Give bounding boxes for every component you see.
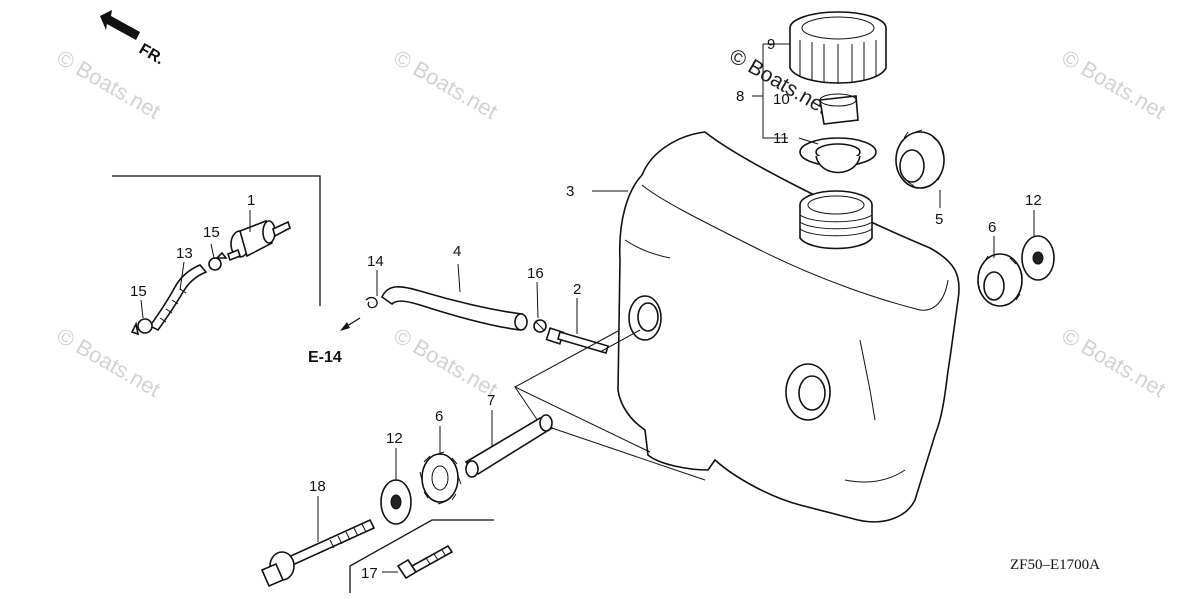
fuel-tank	[617, 131, 960, 523]
watermark: © Boats.net	[1058, 45, 1170, 124]
callout-10: 10	[773, 91, 790, 108]
callout-8: 8	[736, 88, 744, 105]
callout-7: 7	[487, 392, 495, 409]
callout-6: 6	[988, 219, 996, 236]
callout-5: 5	[935, 211, 943, 228]
callout-11: 11	[773, 130, 789, 147]
callout-15: 15	[203, 224, 220, 241]
callout-18: 18	[309, 478, 326, 495]
callout-9: 9	[767, 36, 775, 53]
callout-12: 12	[1025, 192, 1042, 209]
callouts: 1 2 3 4 5 6 6 7 8 9 10 11 12 12 13 14 15…	[130, 36, 1042, 582]
callout-6: 6	[435, 408, 443, 425]
callout-13: 13	[176, 245, 193, 262]
drain-bolt	[545, 327, 609, 354]
callout-4: 4	[453, 243, 461, 260]
tube-clip	[130, 318, 153, 336]
watermark: © Boats.net	[53, 323, 165, 402]
rubber-mount	[419, 451, 462, 505]
watermark: © Boats.net	[390, 45, 502, 124]
direction-label: FR.	[136, 41, 167, 69]
washer	[1021, 235, 1055, 281]
watermark: © Boats.net	[390, 323, 502, 402]
bolt	[396, 544, 454, 580]
callout-16: 16	[527, 265, 544, 282]
watermarks: © Boats.net © Boats.net © Boats.net © Bo…	[53, 44, 1170, 402]
long-bolt	[260, 518, 376, 588]
collar	[464, 414, 554, 478]
tube-clip-small	[365, 296, 378, 309]
mount-group-bracket	[349, 519, 494, 593]
rubber-mount	[977, 253, 1023, 307]
diagram-code: ZF50–E1700A	[1010, 557, 1100, 573]
fuel-tube	[148, 264, 208, 332]
callout-14: 14	[367, 253, 384, 270]
callout-17: 17	[361, 565, 378, 582]
fuel-cap	[789, 11, 887, 84]
callout-3: 3	[566, 183, 574, 200]
watermark: © Boats.net	[1058, 323, 1170, 402]
callout-12: 12	[386, 430, 403, 447]
fuel-filter	[227, 219, 291, 262]
breather-tube	[380, 286, 528, 331]
reference-label: E-14	[308, 349, 342, 366]
tube-clip-small	[533, 319, 547, 333]
strainer	[799, 137, 877, 174]
cap-insert	[819, 93, 859, 125]
callout-15: 15	[130, 283, 147, 300]
callout-2: 2	[573, 281, 581, 298]
leader-lines	[140, 43, 1035, 573]
washer	[380, 479, 412, 525]
callout-1: 1	[247, 192, 255, 209]
front-direction-arrow-icon	[100, 10, 140, 40]
reference-arrow-icon	[340, 317, 361, 331]
filter-group-bracket	[112, 175, 321, 306]
tube-clip	[208, 251, 228, 271]
rubber-mount	[895, 129, 945, 189]
